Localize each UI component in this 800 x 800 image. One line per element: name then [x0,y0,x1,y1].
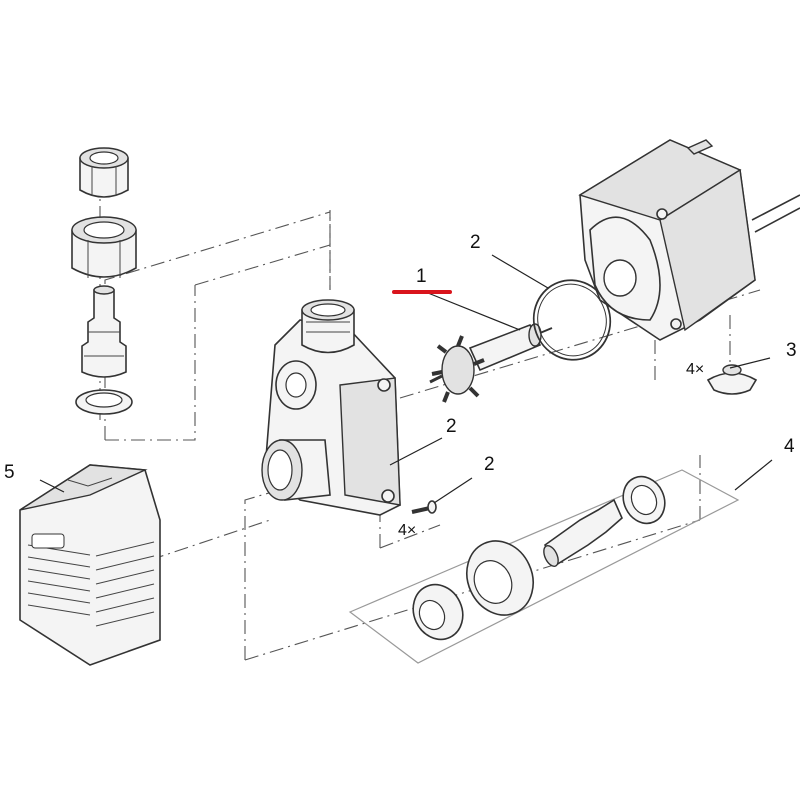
brand-plate [31,533,65,549]
callout-screw: 2 [484,454,495,475]
rubber-foot [706,364,758,395]
cover-grille [27,541,155,627]
connector-kit-parts [412,475,666,641]
o-ring [532,279,612,361]
impeller [429,323,553,403]
pump-cover [19,464,161,666]
hose-connector-assembly-top [71,147,137,415]
callout-cover: 5 [4,462,15,483]
impeller-blades [431,335,485,403]
callout-pump-housing: 2 [446,416,457,437]
callout-o-ring: 2 [470,232,481,253]
quantity-feet: 4× [686,361,704,378]
quantity-screws: 4× [398,522,416,539]
callout-impeller: 1 [416,266,427,287]
leader-lines [39,254,773,504]
power-cable [751,194,800,233]
connector-kit-frame [348,469,740,664]
callout-foot: 3 [786,340,797,361]
pump-housing [261,299,401,516]
screw [411,500,437,514]
motor-unit [578,139,800,341]
callout-connector-kit: 4 [784,436,795,457]
